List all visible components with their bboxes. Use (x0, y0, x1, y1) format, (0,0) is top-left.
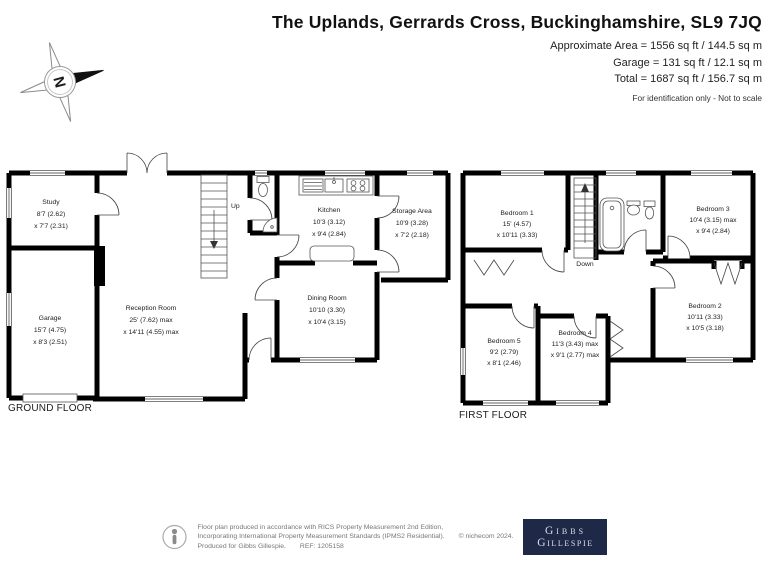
svg-text:8'7 (2.62): 8'7 (2.62) (37, 211, 66, 218)
svg-text:15' (4.57): 15' (4.57) (503, 221, 532, 228)
first-floor-walls (460, 170, 756, 406)
footer-ref: REF: 1205158 (299, 542, 344, 550)
svg-text:x 10'4 (3.15): x 10'4 (3.15) (308, 319, 346, 326)
footer-copyright: © nichecom 2024. (458, 533, 514, 541)
footer-disclaimer: Floor plan produced in accordance with R… (198, 519, 514, 551)
ground-floor-room-labels: Study 8'7 (2.62) x 7'7 (2.31) Garage 15'… (33, 199, 432, 346)
garage-door (22, 393, 78, 403)
room-label-bedroom3: Bedroom 3 (696, 206, 729, 213)
svg-text:9'2 (2.79): 9'2 (2.79) (490, 349, 519, 356)
room-label-bedroom1: Bedroom 1 (500, 210, 533, 217)
hob-icon (346, 178, 370, 193)
kitchen-counter (298, 175, 374, 196)
footer-line3: Produced for Gibbs Gillespie. (197, 542, 286, 550)
first-floor-plan: Bedroom 1 15' (4.57) x 10'11 (3.33) Bedr… (459, 170, 756, 421)
corner-sink-icon (262, 217, 278, 233)
svg-text:x 8'1 (2.46): x 8'1 (2.46) (487, 360, 521, 367)
ground-floor-walls (6, 170, 451, 402)
ground-floor-windows (6, 170, 433, 402)
stairs-up-label: Up (231, 203, 240, 210)
garage-area: Garage = 131 sq ft / 12.1 sq m (613, 56, 762, 69)
ground-floor-doors (96, 152, 400, 361)
person-icon (161, 524, 187, 550)
room-label-storage: Storage Area (392, 208, 432, 215)
area-summary: Approximate Area = 1556 sq ft / 144.5 sq… (550, 38, 762, 106)
svg-text:10'4 (3.15) max: 10'4 (3.15) max (689, 217, 737, 224)
basin-icon (626, 200, 641, 216)
ground-floor-plan: Study 8'7 (2.62) x 7'7 (2.31) Garage 15'… (6, 152, 451, 414)
compass-north-label: N (49, 75, 68, 90)
svg-text:x 9'1 (2.77) max: x 9'1 (2.77) max (551, 352, 600, 359)
first-floor-windows (460, 170, 733, 406)
total-area: Total = 1687 sq ft / 156.7 sq m (614, 73, 762, 85)
logo-line1: Gibbs (544, 525, 587, 537)
svg-text:x 8'3 (2.51): x 8'3 (2.51) (33, 339, 67, 346)
kitchen-sink-icon (302, 177, 344, 193)
room-label-reception: Reception Room (126, 305, 177, 312)
scale-note: For identification only - Not to scale (632, 92, 762, 103)
room-label-bedroom4: Bedroom 4 (558, 330, 591, 337)
svg-text:11'3 (3.43) max: 11'3 (3.43) max (552, 341, 599, 348)
wardrobe-doors-icon (473, 259, 743, 358)
room-label-kitchen: Kitchen (318, 207, 341, 214)
svg-text:10'11 (3.33): 10'11 (3.33) (687, 314, 723, 321)
ground-floor-title: GROUND FLOOR (8, 403, 92, 414)
footer: Floor plan produced in accordance with R… (0, 519, 768, 555)
svg-text:x 10'5 (3.18): x 10'5 (3.18) (686, 325, 724, 332)
room-label-dining: Dining Room (307, 295, 347, 302)
approximate-area: Approximate Area = 1556 sq ft / 144.5 sq… (550, 40, 762, 52)
stairs-up-icon (200, 174, 228, 279)
svg-text:x 9'4 (2.84): x 9'4 (2.84) (312, 231, 346, 238)
room-label-garage: Garage (39, 315, 62, 322)
room-label-bedroom2: Bedroom 2 (688, 303, 721, 310)
stairs-down-label: Down (576, 261, 594, 268)
bathtub-icon (599, 197, 625, 252)
svg-text:10'9 (3.28): 10'9 (3.28) (396, 220, 428, 227)
footer-line1: Floor plan produced in accordance with R… (197, 524, 444, 531)
svg-text:15'7 (4.75): 15'7 (4.75) (34, 327, 66, 334)
room-label-bedroom5: Bedroom 5 (487, 338, 520, 345)
page-title: The Uplands, Gerrards Cross, Buckinghams… (271, 12, 762, 32)
toilet-icon-first (643, 200, 656, 220)
svg-text:x 10'11 (3.33): x 10'11 (3.33) (497, 232, 538, 239)
compass-icon: N (20, 42, 104, 122)
footer-line2: Incorporating International Property Mea… (197, 533, 445, 541)
svg-text:10'3 (3.12): 10'3 (3.12) (313, 219, 345, 226)
room-label-study: Study (42, 199, 60, 206)
svg-text:x 14'11 (4.55) max: x 14'11 (4.55) max (123, 329, 179, 336)
toilet-icon (256, 176, 270, 197)
svg-text:x 9'4 (2.84): x 9'4 (2.84) (696, 228, 730, 235)
svg-text:x 7'2 (2.18): x 7'2 (2.18) (395, 232, 429, 239)
gibbs-gillespie-logo: Gibbs Gillespie (523, 519, 608, 555)
first-floor-room-labels: Bedroom 1 15' (4.57) x 10'11 (3.33) Bedr… (487, 206, 737, 367)
logo-line2: Gillespie (537, 537, 594, 549)
first-floor-title: FIRST FLOOR (459, 410, 527, 421)
svg-text:25' (7.62) max: 25' (7.62) max (129, 317, 173, 324)
stairs-down-icon (573, 177, 597, 259)
svg-text:10'10 (3.30): 10'10 (3.30) (309, 307, 345, 314)
first-floor-doors (511, 229, 691, 339)
kitchen-island (309, 245, 355, 262)
svg-text:x 7'7 (2.31): x 7'7 (2.31) (34, 223, 68, 230)
